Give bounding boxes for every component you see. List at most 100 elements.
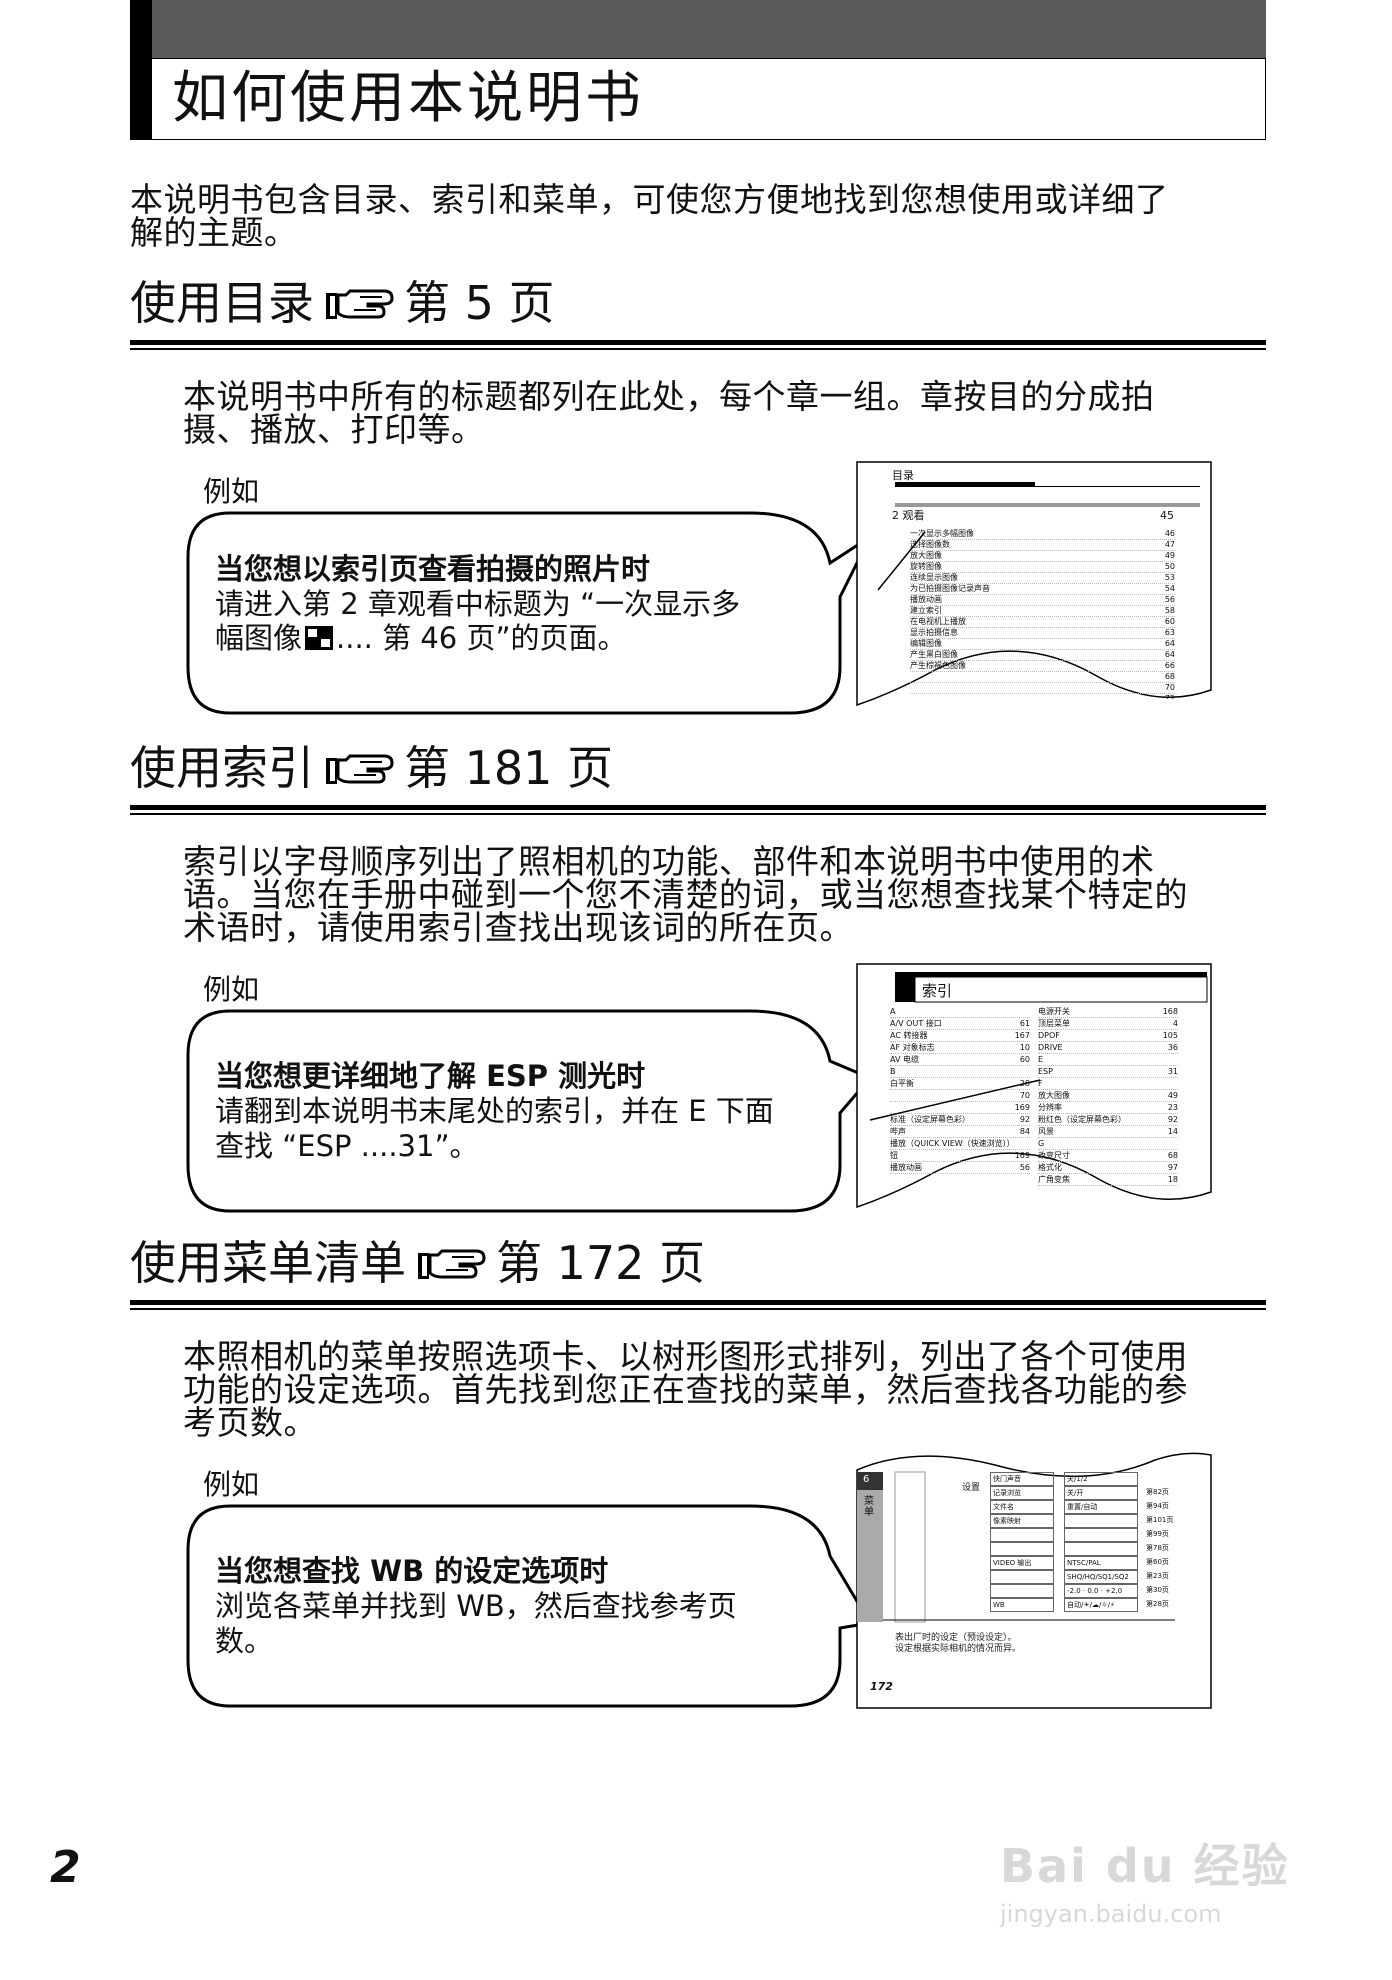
index-pointer-line (869, 1079, 1041, 1121)
menu-page-thumbnail (856, 1452, 1212, 1709)
menu-bubble-line-2: 数。 (215, 1624, 274, 1658)
menu-thumb-note-2: 设定根据实际相机的情况而异。 (895, 1644, 1022, 1654)
menu-thumb-row: 文件名重置/自动第94页 (990, 1500, 1200, 1514)
thumb-entry: 粉红色（设定屏幕色彩）92 (1038, 1115, 1178, 1126)
index-desc-1: 索引以字母顺序列出了照相机的功能、部件和本说明书中使用的术 (183, 842, 1155, 881)
section-index-title: 使用索引第 181 页 (130, 740, 613, 800)
section-toc-label: 使用目录 (130, 276, 314, 330)
toc-bubble-bold: 当您想以索引页查看拍摄的照片时 (215, 552, 651, 586)
index-example-label: 例如 (203, 973, 260, 1006)
section-index-page-ref: 第 181 页 (404, 741, 614, 795)
menu-bubble-bold: 当您想查找 WB 的设定选项时 (215, 1554, 609, 1588)
toc-bubble-line-2: 幅图像.... 第 46 页”的页面。 (215, 621, 627, 655)
toc-callout-bubble (186, 511, 874, 715)
toc-thumb-chapter: 2 观看 (892, 509, 925, 522)
menu-thumb-row: 像素映射第101页 (990, 1514, 1200, 1528)
pointing-hand-icon (324, 279, 394, 335)
page-title: 如何使用本说明书 (172, 66, 644, 131)
header-bar (130, 0, 1266, 58)
section-menu-page-ref: 第 172 页 (496, 1236, 706, 1290)
multi-image-icon (305, 626, 334, 650)
intro-line-2: 解的主题。 (130, 213, 298, 252)
menu-desc-1: 本照相机的菜单按照选项卡、以树形图形式排列，列出了各个可使用 (183, 1337, 1188, 1376)
toc-pointer-line (877, 531, 926, 591)
section-toc-page-ref: 第 5 页 (404, 276, 555, 330)
toc-bubble-line-1: 请进入第 2 章观看中标题为 “一次显示多 (215, 587, 741, 621)
section-toc-title: 使用目录 第 5 页 (130, 275, 555, 335)
menu-thumb-row: 记录浏览关/开第82页 (990, 1486, 1200, 1500)
index-bubble-line-2: 查找 “ESP ....31”。 (215, 1129, 479, 1163)
toc-example-label: 例如 (203, 475, 260, 508)
index-desc-3: 术语时，请使用索引查找出现该词的所在页。 (183, 908, 853, 947)
thumb-entry: A (890, 1006, 1030, 1018)
menu-thumb-tab: 设置 (962, 1483, 981, 1493)
thumb-entry: G (1038, 1138, 1178, 1150)
section-menu-title: 使用菜单清单 第 172 页 (130, 1235, 705, 1295)
section-menu-label: 使用菜单清单 (130, 1236, 406, 1290)
menu-example-label: 例如 (203, 1468, 260, 1501)
toc-thumb-heading: 目录 (892, 469, 914, 482)
thumb-entry: 70 (890, 1090, 1030, 1102)
thumb-entry: 标准（设定屏幕色彩）92 (890, 1115, 1030, 1126)
menu-desc-2: 功能的设定选项。首先找到您正在查找的菜单，然后查找各功能的参 (183, 1370, 1188, 1409)
pointing-hand-icon (416, 1239, 486, 1295)
thumb-entry: E (1038, 1054, 1178, 1066)
thumb-entry: F (1038, 1078, 1178, 1090)
intro-line-1: 本说明书包含目录、索引和菜单，可使您方便地找到您想使用或详细了 (130, 180, 1169, 219)
toc-thumb-chapter-page: 45 (1160, 509, 1174, 522)
section-index-rule (130, 805, 1266, 815)
menu-thumb-row: 第78页 (990, 1542, 1200, 1556)
index-thumb-heading: 索引 (922, 982, 953, 1000)
pointing-hand-icon (324, 744, 394, 800)
header-left-block (130, 0, 152, 140)
thumb-entry: 169 (890, 1102, 1030, 1114)
thumb-entry: 72 (910, 694, 1175, 699)
page-number: 2 (50, 1842, 81, 1893)
menu-thumb-row: 第99页 (990, 1528, 1200, 1542)
menu-thumb-row: 快门声音关/1/2 (990, 1472, 1200, 1486)
index-page-thumbnail (856, 963, 1212, 1209)
baidu-watermark-url: jingyan.baidu.com (1000, 1900, 1222, 1928)
index-bubble-line-1: 请翻到本说明书末尾处的索引，并在 E 下面 (215, 1094, 774, 1128)
menu-bubble-line-1: 浏览各菜单并找到 WB，然后查找参考页 (215, 1589, 737, 1623)
menu-thumb-side-number: 6 (863, 1474, 870, 1485)
index-callout-bubble (186, 1009, 873, 1213)
menu-thumb-side-label: 菜单 (864, 1496, 874, 1518)
section-toc-rule (130, 340, 1266, 350)
header-box (152, 58, 1266, 140)
thumb-entry: B (890, 1066, 1030, 1078)
menu-desc-3: 考页数。 (183, 1403, 317, 1442)
baidu-watermark: Bai du 经验 (1000, 1839, 1290, 1893)
